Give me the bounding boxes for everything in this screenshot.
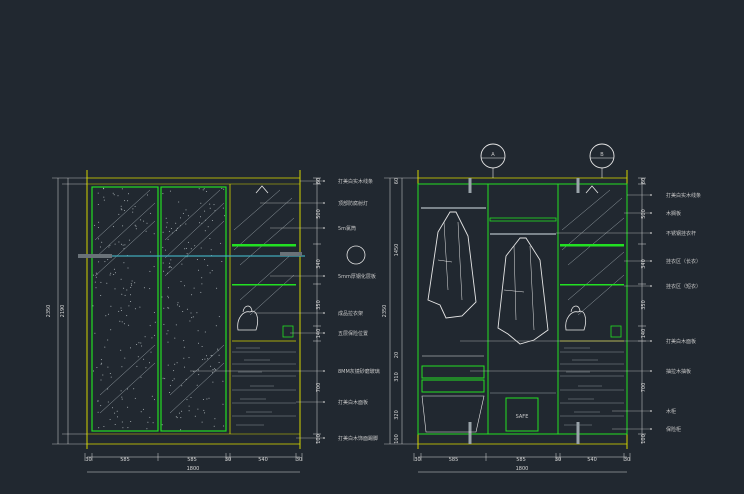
- right-labels-6: 抽拉木抽板: [666, 368, 691, 375]
- right-vdim-6: 100: [641, 434, 647, 444]
- left-labels-1: 顶部防腐射灯: [338, 200, 368, 207]
- safe-box: [505, 397, 539, 432]
- right-labels-0: 打美白实木线条: [666, 192, 701, 199]
- left-labels-6: 8MM灰镜砂磨玻璃: [338, 368, 380, 375]
- right-left-vdim-2: 2350: [382, 305, 388, 318]
- left-vdim-6: 100: [316, 434, 322, 444]
- left-vdim-3: 350: [316, 300, 322, 310]
- long-coat-icon: [427, 211, 477, 319]
- right-labels-8: 保险柜: [666, 426, 681, 433]
- left-hdim-0: 30: [85, 457, 91, 463]
- left-hdim-1: 585: [120, 457, 130, 463]
- left-hdim-2: 585: [187, 457, 197, 463]
- left-hdim-5: 30: [296, 457, 302, 463]
- left-labels-5: 五层保险位置: [338, 330, 368, 337]
- right-hdim-5: 30: [624, 457, 630, 463]
- right-labels-7: 木柜: [666, 408, 676, 415]
- right-horizontal-dims: 30 585 585 30 540 30: [413, 453, 631, 463]
- left-labels-7: 打美白木面板: [338, 399, 368, 406]
- safe-box-small: [282, 325, 294, 338]
- left-labels-2: 5m氯筒: [338, 225, 356, 232]
- section-marker-a-label: A: [491, 152, 495, 158]
- shelf-upper: [232, 244, 296, 247]
- right-labels-4: 挂衣区（短衣）: [666, 283, 701, 290]
- left-labels-3: 5mm厚钢化层板: [338, 273, 376, 280]
- left-vdim-5: 700: [316, 383, 322, 393]
- right-left-vdim-0: 60: [394, 178, 400, 184]
- right-hdim-2: 585: [516, 457, 526, 463]
- right-labels-2: 不锈钢挂衣杆: [666, 230, 696, 237]
- left-labels-0: 打美白实木线条: [338, 178, 373, 185]
- right-vdim-4: 140: [641, 329, 647, 339]
- right-labels-1: 木搁板: [666, 210, 681, 217]
- left-hdim-3: 30: [225, 457, 231, 463]
- right-left-vertical-dims: 60 1450 2350 20 310 320 100: [382, 178, 400, 444]
- right-vdim-5: 700: [641, 383, 647, 393]
- right-vdim-0: 60: [641, 178, 647, 184]
- right-vdim-3: 350: [641, 300, 647, 310]
- right-hdim-1: 585: [449, 457, 459, 463]
- left-overall-height: 2350: [46, 305, 52, 318]
- right-left-vdim-5: 320: [394, 410, 400, 420]
- right-hdim-4: 540: [587, 457, 597, 463]
- right-labels-5: 打美白木面板: [666, 338, 696, 345]
- left-labels-4: 成品拉衣架: [338, 310, 363, 317]
- right-left-vdim-3: 20: [394, 352, 400, 358]
- short-coat-icon: [497, 237, 549, 345]
- right-left-vdim-4: 310: [394, 372, 400, 382]
- right-left-vdim-6: 100: [394, 434, 400, 444]
- glass-door-middle: [160, 186, 227, 432]
- right-elevation: SAFE A B: [382, 143, 701, 473]
- left-overall-width: 1800: [187, 466, 200, 472]
- right-left-vdim-1: 1450: [394, 244, 400, 257]
- left-vdim-2: 340: [316, 259, 322, 269]
- right-hdim-0: 30: [414, 457, 420, 463]
- left-vdim-1: 500: [316, 209, 322, 219]
- section-marker-b-label: B: [600, 152, 604, 158]
- left-vdim-4: 140: [316, 329, 322, 339]
- glass-door-left: [91, 186, 159, 432]
- left-inner-height: 2190: [60, 305, 66, 318]
- shelf-middle: [232, 284, 296, 286]
- safe-label: SAFE: [516, 414, 529, 420]
- handbag-icon: [237, 310, 258, 331]
- right-vdim-1: 500: [641, 209, 647, 219]
- right-labels-3: 挂衣区（长衣）: [666, 258, 701, 265]
- left-labels-8: 打美白木饰面踢脚: [338, 435, 378, 442]
- left-hdim-4: 540: [258, 457, 268, 463]
- left-horizontal-dims: 30 585 585 30 540 30: [84, 453, 303, 463]
- right-vertical-dims: 60 500 340 350 140 700 100: [638, 177, 647, 444]
- right-vdim-2: 340: [641, 259, 647, 269]
- right-overall-width: 1800: [516, 466, 529, 472]
- right-hdim-3: 30: [555, 457, 561, 463]
- section-callout: [346, 245, 366, 265]
